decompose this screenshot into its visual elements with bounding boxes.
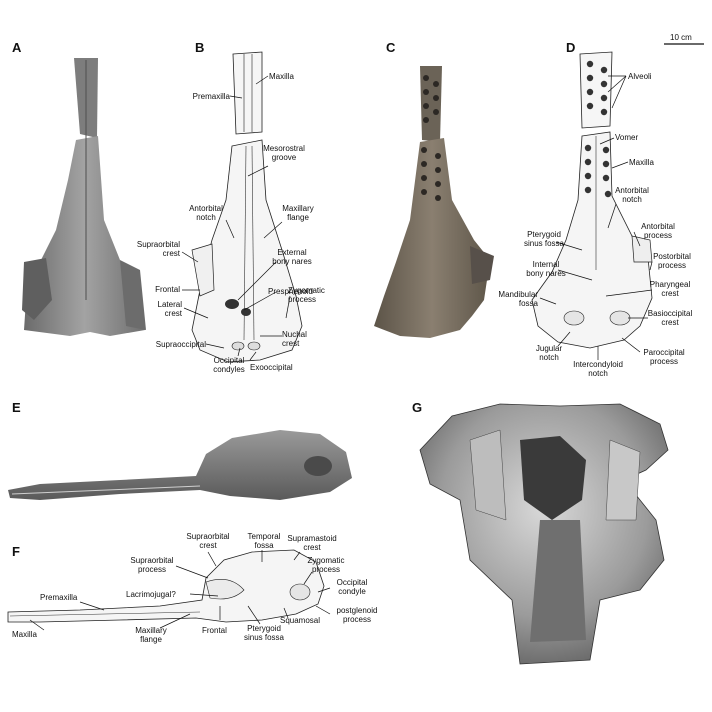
label-b-antorbital-notch: Antorbital notch [189,204,223,222]
label-f-supraorbital-process: Supraorbital process [130,556,174,574]
label-d-postorbital-process: Postorbital process [653,252,691,270]
label-b-premaxilla: Premaxilla [192,92,230,101]
label-b-lateral-crest: Lateral crest [157,300,182,318]
label-f-frontal: Frontal [202,626,227,635]
label-d-pharyngeal-crest: Pharyngeal crest [649,280,691,298]
panel-a-skull-photo [22,58,146,336]
label-d-vomer: Vomer [615,133,639,142]
label-d-maxilla: Maxilla [629,158,654,167]
label-d-pterygoid-sinus-fossa: Pterygoid sinus fossa [523,230,565,248]
label-f-pterygoid-sinus-fossa: Pterygoid sinus fossa [243,624,285,642]
label-f-occipital-condyle: Occipital condyle [336,578,368,596]
panel-label-d: D [566,40,576,55]
label-f-temporal-fossa: Temporal fossa [247,532,281,550]
label-f-supraorbital-crest: Supraorbital crest [186,532,230,550]
label-b-nuchal-crest: Nuchal crest [282,330,307,348]
panel-f-skull-drawing [7,549,325,623]
label-b-external-bony-nares: External bony nares [272,248,312,266]
label-d-alveoli: Alveoli [628,72,652,81]
label-b-occipital-condyles: Occipital condyles [213,356,245,374]
label-f-squamosal: Squamosal [280,616,321,625]
label-d-intercondyloid-notch: Intercondyloid notch [573,360,623,378]
label-d-mandibular-fossa: Mandibular fossa [498,290,538,308]
label-f-lacrimojugal: Lacrimojugal? [126,590,176,599]
panel-c-skull-photo [374,66,494,338]
panel-label-f: F [12,544,20,559]
panel-label-e: E [12,400,21,415]
label-b-presphenoid: Presphenoid [268,287,313,296]
label-b-mesorostral-groove: Mesorostral groove [263,144,305,162]
label-f-supramastoid-crest: Supramastoid crest [287,534,337,552]
label-d-paroccipital-process: Paroccipital process [643,348,685,366]
label-d-basioccipital-crest: Basioccipital crest [647,309,693,327]
panel-label-g: G [412,400,423,415]
leader-lines [29,75,653,631]
label-d-antorbital-process: Antorbital process [641,222,675,240]
panel-label-b: B [195,40,205,55]
panel-e-skull-photo [8,430,352,500]
label-d-jugular-notch: Jugular notch [535,344,563,362]
label-b-supraorbital-crest: Supraorbital crest [136,240,180,258]
panel-b-skull-drawing [191,51,303,363]
label-b-maxilla: Maxilla [269,72,294,81]
label-b-zygomatic-process: Zygomatic process [288,286,325,304]
label-b-supraoccipital: Supraoccipital [155,340,206,349]
label-f-maxillary-flange: Maxillary flange [135,626,167,644]
scale-bar-label: 10 cm [670,33,692,42]
label-f-zygomatic-process: Zygomatic process [307,556,345,574]
panel-g-3d-render [419,403,669,665]
label-b-maxillary-flange: Maxillary flange [282,204,314,222]
label-f-premaxilla: Premaxilla [40,593,78,602]
panel-label-a: A [12,40,22,55]
label-b-exooccipital: Exooccipital [250,363,293,372]
label-d-antorbital-notch: Antorbital notch [615,186,649,204]
label-d-internal-bony-nares: Internal bony nares [526,260,566,278]
label-f-maxilla: Maxilla [12,630,37,639]
label-f-postglenoid-process: postglenoid process [336,606,378,624]
label-b-frontal: Frontal [155,285,180,294]
panel-label-c: C [386,40,396,55]
